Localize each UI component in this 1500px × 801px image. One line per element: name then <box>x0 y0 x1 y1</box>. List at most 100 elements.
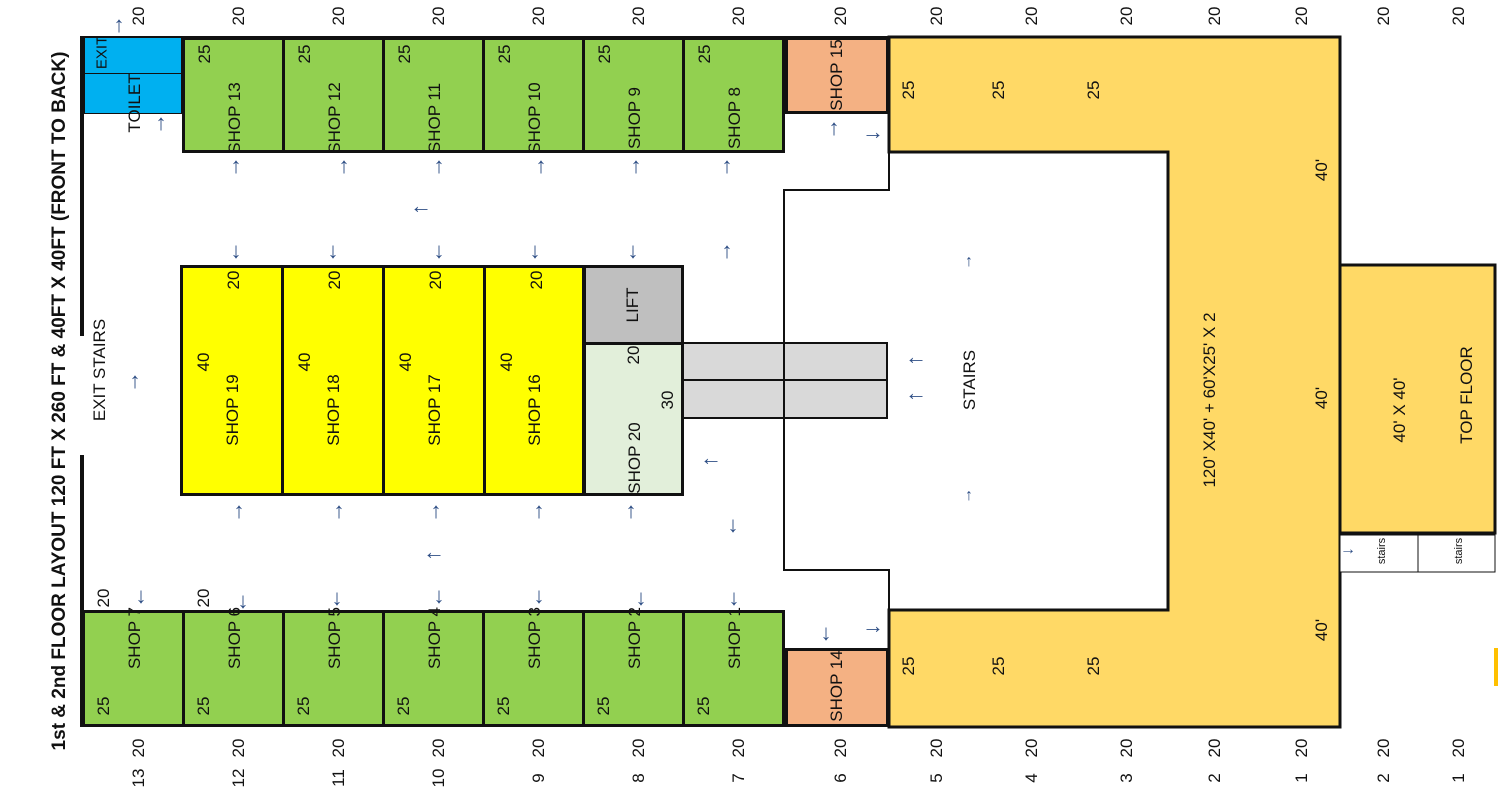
hall-dim-40-c: 40' <box>1312 618 1331 642</box>
top-dim-10: 20 <box>1022 6 1041 26</box>
arrow-left-icon: ← <box>905 344 927 369</box>
arrow-up-icon: ↑ <box>338 153 350 178</box>
hall-dim-25-f: 25 <box>1084 656 1103 676</box>
shop-8 <box>682 37 785 153</box>
arrow-down-icon: ↓ <box>627 238 639 263</box>
bottom-dim-8: 20 <box>629 738 648 758</box>
bottom-num-11: 11 <box>329 769 348 787</box>
arrow-up-icon: ↑ <box>630 153 642 178</box>
arrow-up-icon: ↑ <box>230 153 242 178</box>
shop-15 <box>785 37 889 114</box>
arrow-down-icon: ↓ <box>331 585 343 610</box>
shop-20 <box>583 342 684 496</box>
top-floor-box <box>1338 263 1497 535</box>
shop-5 <box>282 610 385 727</box>
arrow-right-icon: → <box>862 119 884 144</box>
small-stairs-label-2: stairs <box>1453 537 1465 565</box>
arrow-down-icon: ↓ <box>727 512 739 537</box>
arrow-left-icon: ← <box>410 193 432 218</box>
arrow-left-icon: ← <box>905 380 927 405</box>
shop-18 <box>281 265 385 496</box>
arrow-left-icon: ← <box>700 445 722 470</box>
top-dim-3: 20 <box>329 6 348 26</box>
shop-1 <box>682 610 785 727</box>
bottom-num-10: 10 <box>429 768 448 788</box>
bottom-num-6: 6 <box>831 773 850 783</box>
arrow-down-icon: ↓ <box>820 620 832 645</box>
arrow-up-icon: ↑ <box>430 498 442 523</box>
bottom-dim-10: 20 <box>429 738 448 758</box>
bottom-dim-6: 20 <box>831 738 850 758</box>
arrow-up-icon: ↑ <box>965 487 973 504</box>
bottom-dim-tf2: 20 <box>1374 738 1393 758</box>
hall-dim-40-a: 40' <box>1312 158 1331 182</box>
shop-17 <box>382 265 486 496</box>
top-dim-5: 20 <box>529 6 548 26</box>
shop-7 <box>82 610 185 727</box>
building-front-wall-lower <box>80 455 84 727</box>
shop-2 <box>582 610 685 727</box>
small-stairs-box-2 <box>1417 534 1496 573</box>
arrow-up-icon: ↑ <box>721 238 733 263</box>
bottom-dim-1: 20 <box>1292 738 1311 758</box>
top-dim-11: 20 <box>1117 6 1136 26</box>
stairs-label: STAIRS <box>960 349 979 411</box>
arrow-up-icon: ↑ <box>113 12 125 37</box>
arrow-up-icon: ↑ <box>535 153 547 178</box>
hall-label: 120' X40' + 60'X25' X 2 <box>1200 312 1219 488</box>
bottom-num-2: 2 <box>1205 773 1224 783</box>
shop-4 <box>382 610 485 727</box>
bottom-num-8: 8 <box>629 773 648 783</box>
hall-dim-40-b: 40' <box>1312 386 1331 410</box>
bottom-num-1: 1 <box>1292 773 1311 783</box>
arrow-down-icon: ↓ <box>135 583 147 608</box>
hall-dim-25-b: 25 <box>989 80 1008 100</box>
bottom-num-4: 4 <box>1022 773 1041 783</box>
hall-dim-25-e: 25 <box>989 656 1008 676</box>
top-dim-14: 20 <box>1374 6 1393 26</box>
arrow-down-icon: ↓ <box>433 238 445 263</box>
top-dim-7: 20 <box>729 6 748 26</box>
bottom-num-13: 13 <box>129 768 148 788</box>
arrow-down-icon: ↓ <box>529 238 541 263</box>
exit-toilet-divider <box>84 73 182 74</box>
arrow-up-icon: ↑ <box>721 153 733 178</box>
bottom-dim-12: 20 <box>229 738 248 758</box>
top-floor-size: 40' X 40' <box>1390 377 1409 443</box>
bottom-num-7: 7 <box>729 773 748 783</box>
bottom-num-3: 3 <box>1117 773 1136 783</box>
hall-dim-25-c: 25 <box>1084 80 1103 100</box>
top-dim-15: 20 <box>1449 6 1468 26</box>
toilet-area <box>84 37 182 114</box>
top-dim-2: 20 <box>229 6 248 26</box>
edge-mark <box>1494 648 1498 686</box>
bottom-num-tf1: 1 <box>1449 773 1468 783</box>
top-dim-6: 20 <box>629 6 648 26</box>
small-stairs-label-1: stairs <box>1376 537 1388 565</box>
arrow-down-icon: ↓ <box>635 585 647 610</box>
shop-6 <box>182 610 285 727</box>
arrow-up-icon: ↑ <box>333 498 345 523</box>
arrow-up-icon: ↑ <box>233 498 245 523</box>
top-dim-12: 20 <box>1205 6 1224 26</box>
arrow-down-icon: ↓ <box>433 583 445 608</box>
arrow-left-icon: ← <box>423 539 445 564</box>
arrow-down-icon: ↓ <box>728 585 740 610</box>
arrow-right-icon: → <box>1340 541 1356 558</box>
arrow-up-icon: ↑ <box>433 153 445 178</box>
shop-3 <box>482 610 585 727</box>
bottom-dim-13: 20 <box>129 738 148 758</box>
bottom-dim-tf1: 20 <box>1449 738 1468 758</box>
top-dim-9: 20 <box>927 6 946 26</box>
arrow-up-icon: ↑ <box>828 115 840 140</box>
bottom-dim-5: 20 <box>927 738 946 758</box>
top-dim-4: 20 <box>429 6 448 26</box>
building-front-wall <box>80 36 84 336</box>
shop-13 <box>182 37 285 153</box>
arrow-down-icon: ↓ <box>237 588 249 613</box>
arrow-down-icon: ↓ <box>327 238 339 263</box>
bottom-num-9: 9 <box>529 773 548 783</box>
arrow-down-icon: ↓ <box>533 583 545 608</box>
hall-dim-25-a: 25 <box>899 80 918 100</box>
